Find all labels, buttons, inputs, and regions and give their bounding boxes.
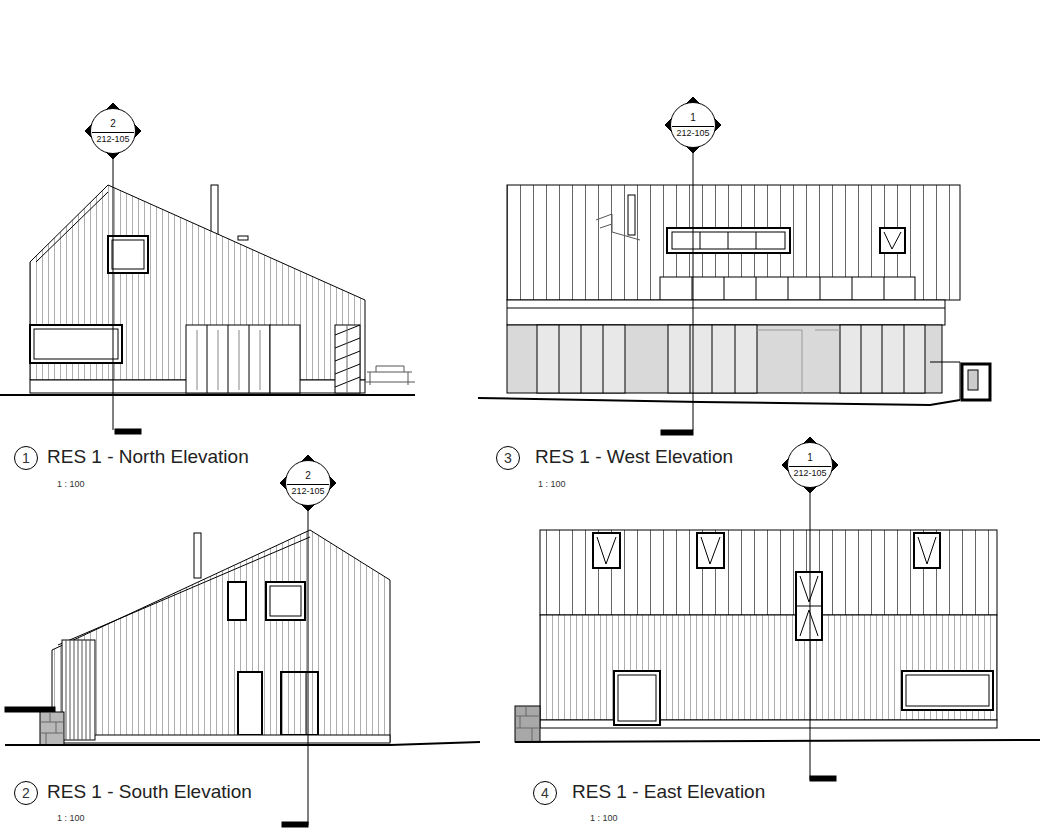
west-elevation xyxy=(478,185,990,405)
section-marker: 2 212-105 xyxy=(285,460,331,506)
view-title: RES 1 - North Elevation xyxy=(47,446,249,468)
section-marker: 1 212-105 xyxy=(787,442,833,488)
scale-note: 1 : 100 xyxy=(538,478,566,490)
north-elevation xyxy=(0,185,415,395)
view-number-circle: 1 xyxy=(14,446,38,470)
view-number: 3 xyxy=(504,450,512,466)
sheet-number: 212-105 xyxy=(96,134,129,145)
section-marker: 1 212-105 xyxy=(670,102,716,148)
view-number-circle: 3 xyxy=(496,446,520,470)
view-title: RES 1 - West Elevation xyxy=(535,446,733,468)
section-marker: 2 212-105 xyxy=(90,108,136,154)
view-number-circle: 2 xyxy=(14,781,38,805)
view-number: 2 xyxy=(22,785,30,801)
scale-note: 1 : 100 xyxy=(57,812,85,824)
detail-number: 2 xyxy=(110,118,116,130)
detail-number: 1 xyxy=(807,452,813,464)
east-elevation xyxy=(515,530,1040,742)
view-number: 1 xyxy=(22,450,30,466)
view-title: RES 1 - South Elevation xyxy=(47,781,252,803)
view-number-circle: 4 xyxy=(533,781,557,805)
marker-divider xyxy=(789,466,831,467)
marker-divider xyxy=(672,126,714,127)
detail-number: 2 xyxy=(305,470,311,482)
sheet-number: 212-105 xyxy=(676,128,709,139)
view-title: RES 1 - East Elevation xyxy=(572,781,765,803)
sheet-number: 212-105 xyxy=(291,486,324,497)
marker-divider xyxy=(92,132,134,133)
scale-note: 1 : 100 xyxy=(57,478,85,490)
marker-divider xyxy=(287,484,329,485)
south-elevation xyxy=(5,530,480,745)
detail-number: 1 xyxy=(690,112,696,124)
sheet-number: 212-105 xyxy=(793,468,826,479)
view-number: 4 xyxy=(541,785,549,801)
scale-note: 1 : 100 xyxy=(590,812,618,824)
